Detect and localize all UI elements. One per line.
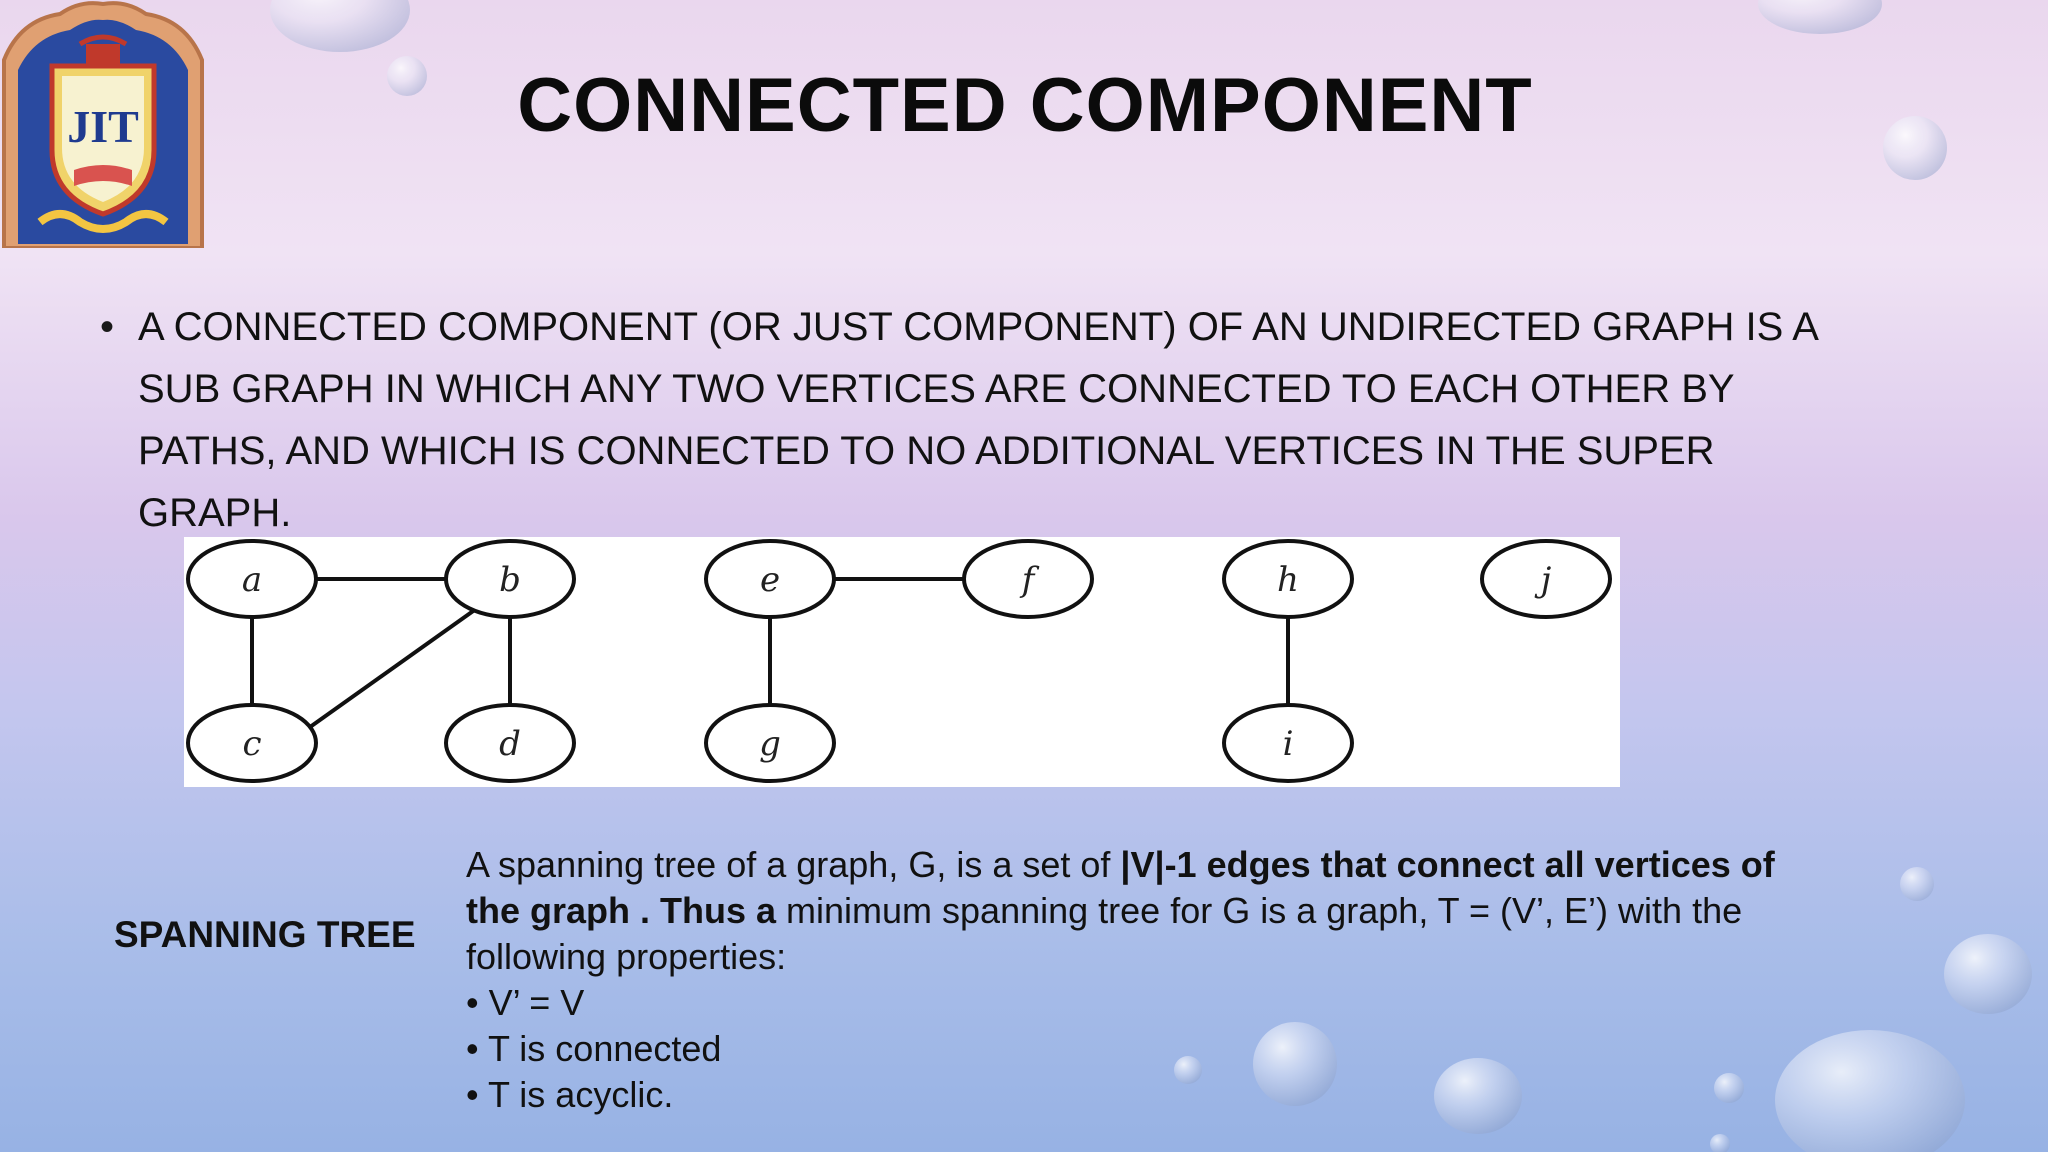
property-item: • T is connected bbox=[466, 1028, 722, 1069]
spanning-tree-definition: A spanning tree of a graph, G, is a set … bbox=[466, 842, 1886, 1118]
property-item: • V’ = V bbox=[466, 982, 585, 1023]
slide-title: CONNECTED COMPONENT bbox=[517, 63, 1533, 148]
edge-b-c bbox=[294, 607, 478, 739]
node-label-a: a bbox=[242, 560, 262, 600]
bullet-dot: • bbox=[100, 305, 115, 349]
spanning-line-3: following properties: bbox=[466, 936, 787, 977]
spanning-line-1: A spanning tree of a graph, G, is a set … bbox=[466, 842, 1886, 888]
graph-edges bbox=[250, 577, 1290, 739]
definition-line-4: GRAPH. bbox=[138, 491, 292, 535]
spanning-tree-label: SPANNING TREE bbox=[114, 914, 416, 955]
node-e bbox=[704, 539, 836, 619]
node-label-d: d bbox=[499, 724, 521, 764]
definition-line-1: A CONNECTED COMPONENT (OR JUST COMPONENT… bbox=[138, 305, 1819, 349]
node-label-h: h bbox=[1277, 560, 1299, 600]
spanning-line-1-bold: |V|-1 edges that connect all vertices of bbox=[1120, 844, 1775, 885]
definition-line-3: PATHS, AND WHICH IS CONNECTED TO NO ADDI… bbox=[138, 429, 1715, 473]
node-c bbox=[186, 703, 318, 783]
spanning-line-1-normal: A spanning tree of a graph, G, is a set … bbox=[466, 844, 1121, 885]
logo-text: JIT bbox=[67, 101, 139, 152]
graph-diagram: a b c d e f g h i j bbox=[184, 537, 1620, 787]
definition-text: A CONNECTED COMPONENT (OR JUST COMPONENT… bbox=[138, 296, 2038, 544]
college-logo: JIT bbox=[2, 1, 204, 248]
spanning-line-2-normal: minimum spanning tree for G is a graph, … bbox=[776, 890, 1743, 931]
node-b bbox=[444, 539, 576, 619]
node-f bbox=[962, 539, 1094, 619]
node-label-e: e bbox=[760, 560, 780, 600]
node-a bbox=[186, 539, 318, 619]
node-label-b: b bbox=[499, 560, 521, 600]
node-label-c: c bbox=[242, 724, 261, 764]
node-label-i: i bbox=[1283, 724, 1294, 764]
graph-nodes bbox=[186, 539, 1612, 783]
spanning-line-2-bold: the graph . Thus a bbox=[466, 890, 777, 931]
node-h bbox=[1222, 539, 1354, 619]
node-g bbox=[704, 703, 836, 783]
node-j bbox=[1480, 539, 1612, 619]
node-label-g: g bbox=[759, 724, 781, 764]
property-item: • T is acyclic. bbox=[466, 1074, 674, 1115]
definition-line-2: SUB GRAPH IN WHICH ANY TWO VERTICES ARE … bbox=[138, 367, 1735, 411]
node-d bbox=[444, 703, 576, 783]
node-i bbox=[1222, 703, 1354, 783]
spanning-line-2: the graph . Thus a minimum spanning tree… bbox=[466, 888, 1886, 934]
